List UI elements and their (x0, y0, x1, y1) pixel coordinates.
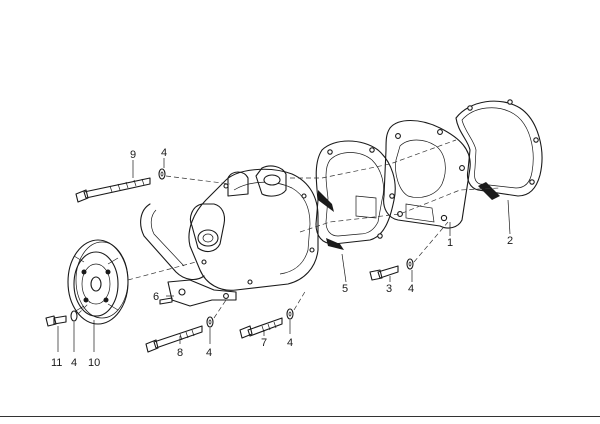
washer-4-right[interactable] (406, 258, 414, 270)
assembly-line (290, 139, 457, 179)
bolt-part-3[interactable] (369, 265, 399, 281)
bolt-part-8[interactable] (145, 325, 203, 353)
callout-4-bottom-middle: 4 (206, 347, 212, 359)
leader-line (341, 253, 347, 283)
washer-4-bottom-right[interactable] (286, 308, 294, 320)
callout-9: 9 (130, 149, 136, 161)
callout-5: 5 (342, 283, 348, 295)
washer-4-bottom-middle[interactable] (206, 316, 214, 328)
bolt-part-11[interactable] (45, 315, 67, 327)
callout-4-left: 4 (71, 357, 77, 369)
callout-3: 3 (386, 283, 392, 295)
callout-2: 2 (507, 235, 513, 247)
water-pump-body[interactable] (140, 165, 319, 307)
gasket-part-2[interactable] (455, 99, 543, 200)
cover-housing-part-1[interactable] (383, 119, 471, 229)
callout-1: 1 (447, 237, 453, 249)
callout-4-top: 4 (161, 147, 167, 159)
callout-4-right: 4 (408, 283, 414, 295)
bolt-part-9[interactable] (75, 177, 151, 203)
washer-4-top[interactable] (158, 168, 166, 180)
callout-8: 8 (177, 347, 183, 359)
bolt-part-7[interactable] (239, 317, 283, 339)
callout-4-bottom-right: 4 (287, 337, 293, 349)
assembly-line (213, 299, 227, 319)
callout-10: 10 (88, 357, 100, 369)
pulley-part-10[interactable] (67, 239, 129, 325)
page-bottom-rule (0, 416, 600, 417)
leader-line (507, 199, 511, 235)
gasket-part-5[interactable] (315, 140, 396, 250)
assembly-line (127, 261, 197, 281)
callout-11: 11 (51, 357, 62, 369)
callout-7: 7 (261, 337, 267, 349)
stud-part-6[interactable] (159, 297, 173, 305)
callout-6: 6 (153, 291, 159, 303)
assembly-line (293, 289, 307, 311)
assembly-line (165, 175, 231, 185)
assembly-line (77, 301, 91, 315)
assembly-line (299, 187, 501, 233)
washer-4-left[interactable] (70, 310, 78, 322)
assembly-line (413, 221, 449, 263)
